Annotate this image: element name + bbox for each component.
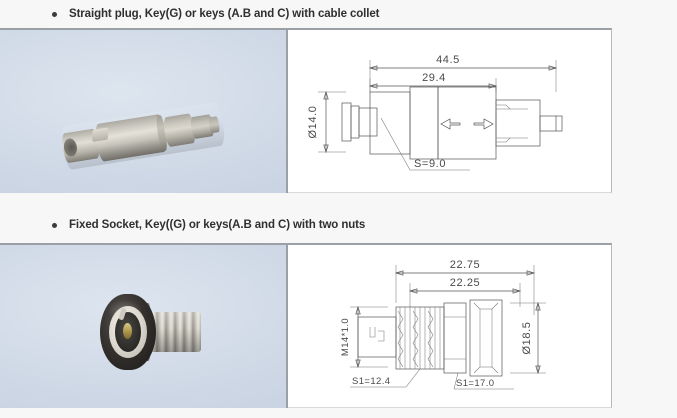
caption-text-straight-plug: Straight plug, Key(G) or keys (A.B and C… [69, 8, 380, 20]
dim-nut-width-1: S1=12.4 [352, 376, 390, 387]
footer-margin [0, 408, 677, 418]
right-margin [612, 0, 677, 418]
dim-overall-length: 22.75 [450, 259, 481, 271]
fixed-socket-technical-drawing: 22.75 22.25 M14*1.0 [340, 259, 546, 390]
straight-plug-photo [59, 101, 227, 171]
product-row-fixed-socket: 22.75 22.25 M14*1.0 [0, 243, 677, 408]
straight-plug-technical-drawing: 44.5 29.4 Ø14.0 [307, 54, 563, 171]
bullet-marker-icon [52, 222, 57, 228]
fixed-socket-photo [96, 292, 206, 372]
dim-inner-length: 22.25 [450, 277, 481, 289]
plug-tail-cap [207, 116, 221, 134]
photo-background [0, 30, 286, 193]
bullet-marker-icon [52, 11, 57, 17]
dim-body-length: 29.4 [422, 72, 446, 84]
product-caption-2: Fixed Socket, Key((G) or keys(A.B and C)… [0, 211, 677, 239]
caption-text-fixed-socket: Fixed Socket, Key((G) or keys(A.B and C)… [69, 219, 366, 231]
socket-contact-pin [123, 323, 132, 339]
dim-diameter: Ø14.0 [307, 106, 319, 139]
product-caption-1: Straight plug, Key(G) or keys (A.B and C… [0, 0, 677, 28]
photo-background [0, 245, 286, 408]
product-row-straight-plug: 44.5 29.4 Ø14.0 [0, 28, 677, 193]
dim-overall-length: 44.5 [436, 54, 460, 66]
plug-keyway [92, 127, 109, 143]
photo-panel-fixed-socket [0, 243, 288, 408]
photo-panel-straight-plug [0, 28, 288, 193]
dim-thread-spec: M14*1.0 [340, 318, 351, 356]
dim-flange-diameter: Ø18.5 [521, 322, 533, 355]
drawing-panel-fixed-socket: 22.75 22.25 M14*1.0 [288, 243, 612, 408]
dim-key-spacing: S=9.0 [414, 158, 446, 170]
drawing-panel-straight-plug: 44.5 29.4 Ø14.0 [288, 28, 612, 193]
dim-nut-width-2: S1=17.0 [456, 378, 494, 389]
